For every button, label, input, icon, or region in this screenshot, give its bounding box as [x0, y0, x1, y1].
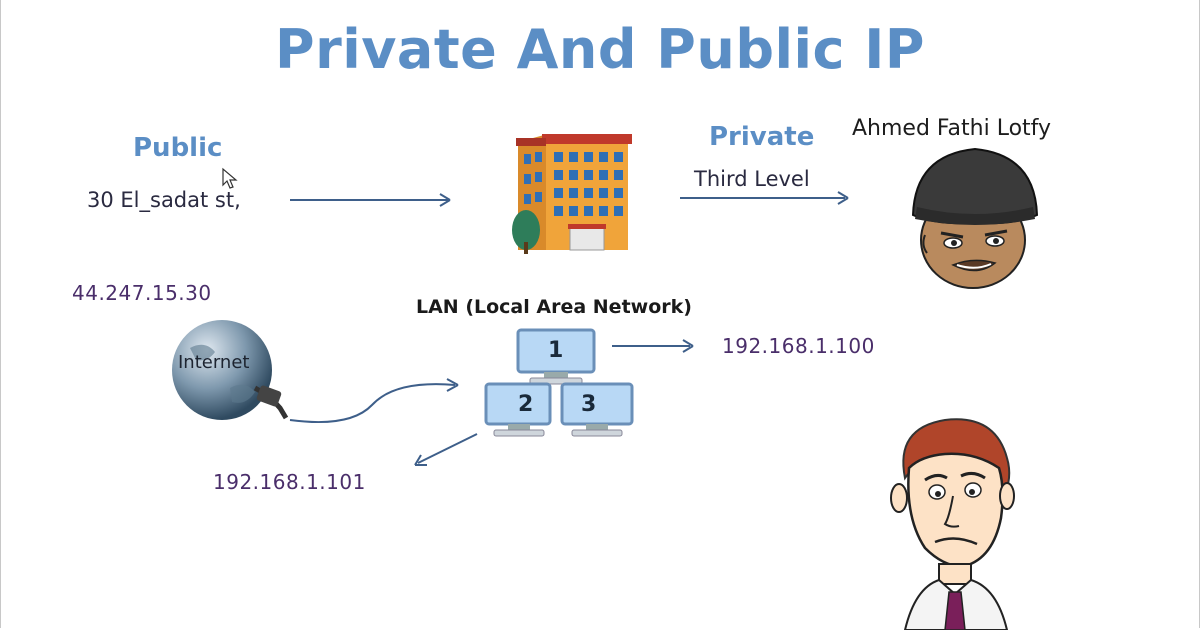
- public-address: 30 El_sadat st,: [87, 188, 241, 212]
- cursor-icon: [222, 167, 238, 189]
- computer-3: [560, 382, 634, 437]
- network-computers-icon: [484, 328, 634, 437]
- computer-2: [484, 382, 552, 437]
- person-name: Ahmed Fathi Lotfy: [852, 116, 1052, 141]
- slide-title: Private And Public IP: [275, 18, 925, 81]
- computer-3-number: 3: [581, 392, 597, 417]
- public-label: Public: [133, 133, 223, 163]
- worried-man-icon: [890, 418, 1015, 630]
- hooded-person-icon: [911, 147, 1039, 289]
- lan-label: LAN (Local Area Network): [416, 296, 692, 318]
- computer-2-number: 2: [518, 392, 534, 417]
- building-icon: [512, 134, 632, 254]
- globe-icon: [172, 320, 289, 420]
- internet-label: Internet: [178, 352, 250, 373]
- pc2-ip: 192.168.1.101: [213, 470, 366, 494]
- private-sub-label: Third Level: [694, 167, 810, 191]
- computer-1-number: 1: [548, 338, 564, 363]
- public-ip: 44.247.15.30: [72, 281, 212, 305]
- pc1-ip: 192.168.1.100: [722, 334, 875, 358]
- private-label: Private: [709, 122, 815, 152]
